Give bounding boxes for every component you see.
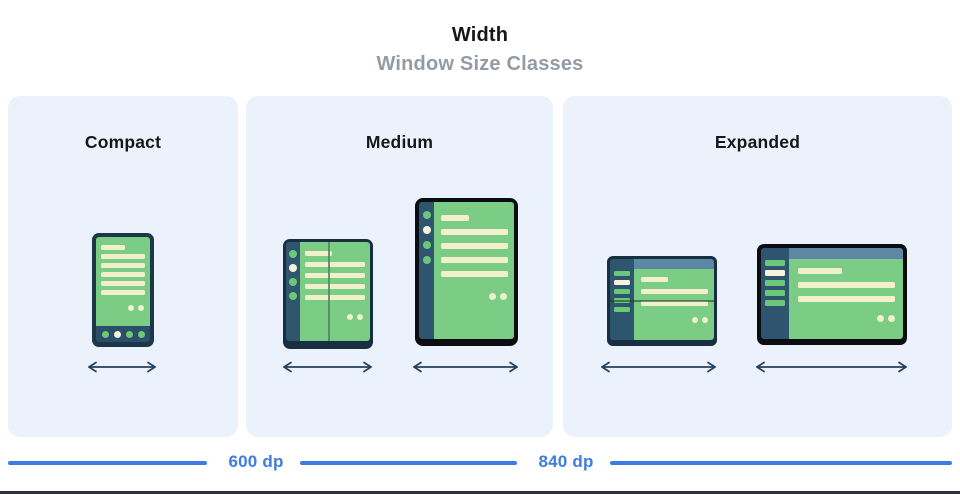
action-dots xyxy=(798,315,895,322)
drawer-item xyxy=(614,307,630,312)
content-line xyxy=(305,251,332,256)
content-line xyxy=(641,301,708,306)
app-bar xyxy=(634,259,714,269)
content-line xyxy=(641,289,708,294)
content-line xyxy=(101,245,126,250)
width-arrow-icon xyxy=(283,361,372,373)
content-line xyxy=(101,272,145,277)
diagram-subtitle: Window Size Classes xyxy=(376,53,584,75)
device-screen xyxy=(300,242,370,341)
rail-dot xyxy=(289,278,297,286)
content-line xyxy=(101,290,145,295)
nav-rail xyxy=(286,242,300,341)
content-line xyxy=(101,281,145,286)
drawer-item xyxy=(765,300,785,306)
tablet-landscape-device xyxy=(757,244,907,345)
drawer-item xyxy=(614,289,630,294)
action-dots xyxy=(305,314,363,320)
tablet-portrait-device xyxy=(415,198,518,346)
nav-dot-active xyxy=(113,330,121,338)
ruler-line-segment xyxy=(8,461,207,465)
content-line xyxy=(641,277,668,282)
drawer-item xyxy=(765,280,785,286)
rail-dot xyxy=(289,250,297,258)
bottom-border xyxy=(0,491,960,494)
content-line xyxy=(305,262,365,267)
rail-dot xyxy=(422,211,431,219)
foldable-landscape-device xyxy=(607,256,717,346)
content-line xyxy=(101,254,145,259)
ruler-line-segment xyxy=(300,461,517,465)
content-line xyxy=(441,243,508,249)
content-line xyxy=(441,229,508,235)
action-dots xyxy=(441,293,507,300)
breakpoint-label-840dp: 840 dp xyxy=(538,452,594,471)
action-dots xyxy=(641,317,708,323)
content-line xyxy=(101,263,145,268)
device-screen xyxy=(434,202,514,339)
nav-dot xyxy=(137,330,145,338)
app-bar xyxy=(789,248,903,259)
device-screen xyxy=(789,259,903,339)
content-line xyxy=(305,295,365,300)
foldable-open-device xyxy=(283,239,373,349)
rail-dot-active xyxy=(289,264,297,272)
device-screen xyxy=(634,269,714,340)
drawer-item xyxy=(765,260,785,266)
nav-drawer xyxy=(610,259,634,340)
content-line xyxy=(441,257,508,263)
fold-line xyxy=(610,300,714,302)
width-arrow-icon xyxy=(88,361,156,373)
width-arrow-icon xyxy=(601,361,716,373)
rail-dot-active xyxy=(422,226,431,234)
width-arrow-icon xyxy=(413,361,518,373)
fold-line xyxy=(328,242,330,341)
drawer-item xyxy=(614,271,630,276)
rail-dot xyxy=(422,241,431,249)
drawer-item xyxy=(765,290,785,296)
nav-dot xyxy=(125,330,133,338)
device-main xyxy=(789,248,903,339)
device-main xyxy=(634,259,714,340)
content-line xyxy=(305,273,365,278)
content-line xyxy=(798,268,842,274)
rail-dot xyxy=(422,256,431,264)
panel-compact-title: Compact xyxy=(84,132,162,152)
rail-dot xyxy=(289,292,297,300)
content-line xyxy=(798,296,895,302)
panel-expanded-title: Expanded xyxy=(714,132,801,152)
nav-drawer xyxy=(761,248,789,339)
width-arrow-icon xyxy=(756,361,907,373)
panel-medium-title: Medium xyxy=(365,132,434,152)
nav-dot xyxy=(101,330,109,338)
content-line xyxy=(798,282,895,288)
phone-screen xyxy=(96,237,150,326)
content-line xyxy=(441,271,508,277)
nav-bar xyxy=(96,326,150,342)
nav-rail xyxy=(419,202,434,339)
content-line xyxy=(305,284,365,289)
drawer-item-active xyxy=(765,270,785,276)
ruler-line-segment xyxy=(610,461,952,465)
phone-device xyxy=(92,233,154,347)
breakpoint-label-600dp: 600 dp xyxy=(228,452,284,471)
content-line xyxy=(441,215,470,221)
diagram-title: Width xyxy=(451,24,509,46)
drawer-item-active xyxy=(614,280,630,285)
action-dots xyxy=(101,305,144,311)
